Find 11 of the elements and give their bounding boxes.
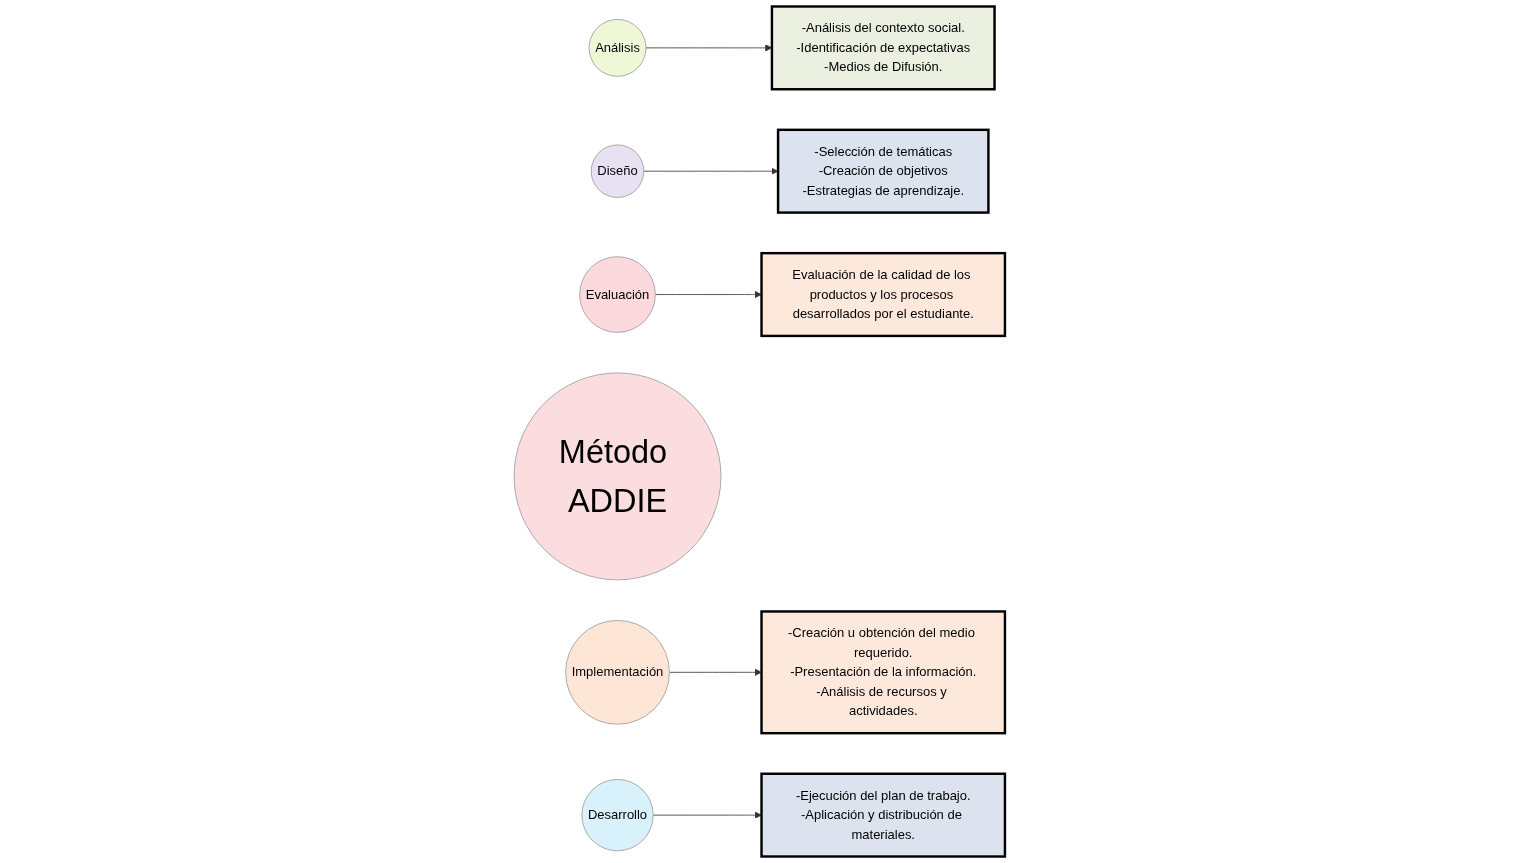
node-circle: Desarrollo bbox=[580, 779, 654, 852]
node-circle: Método ADDIE bbox=[513, 372, 721, 581]
node-box: -Análisis del contexto social. -Identificación de expectativas -Medios de Difusión. bbox=[770, 5, 996, 91]
node-box: -Ejecución del plan de trabajo. -Aplicación y distribución de materiales. bbox=[759, 772, 1006, 858]
node-circle: Implementación bbox=[564, 620, 670, 725]
node-box: Evaluación de la calidad de los productos y los procesos desarrollados por el estudiante. bbox=[759, 251, 1006, 338]
node-circle: Evaluación bbox=[578, 256, 656, 333]
node-box: -Selección de temáticas -Creación de objetivos -Estrategias de aprendizaje. bbox=[776, 128, 990, 214]
node-box: -Creación u obtención del medio requerido. -Presentación de la información. -Análisis de recursos y actividades. bbox=[759, 610, 1006, 735]
node-circle: Diseño bbox=[590, 144, 644, 198]
node-circle: Análisis bbox=[588, 19, 646, 77]
